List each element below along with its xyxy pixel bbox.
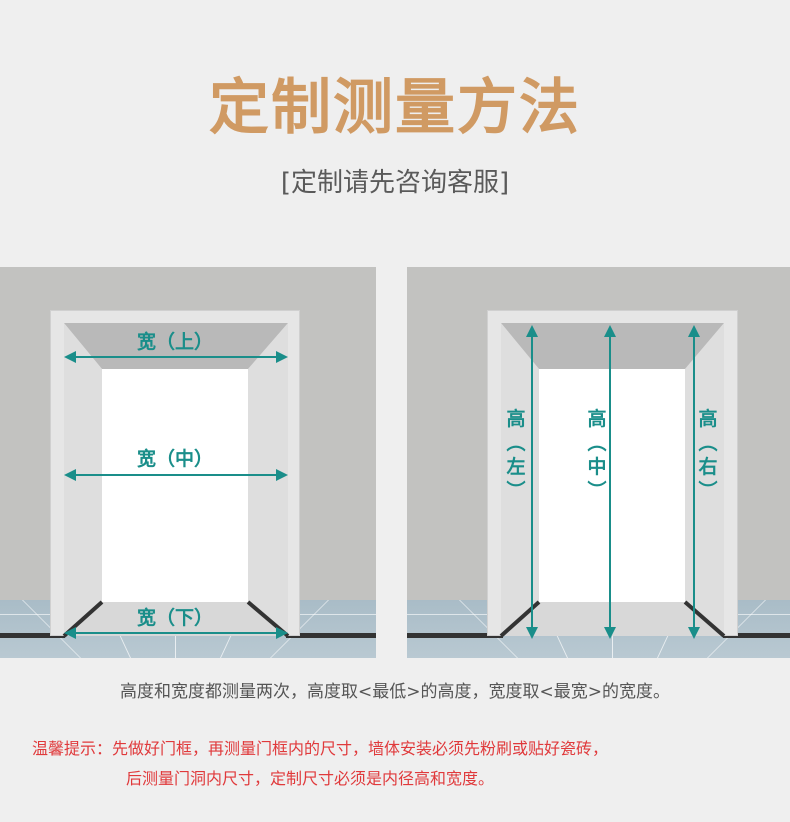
arrow-down-icon xyxy=(688,627,700,639)
height-measurement-diagram: 高 ︵ 左 ︶ 高 ︵ 中 ︶ 高 ︵ 右 ︶ xyxy=(407,267,790,658)
warm-tip-line-1: 温馨提示：先做好门框，再测量门框内的尺寸，墙体安装必须先粉刷或贴好瓷砖， xyxy=(32,739,609,758)
page-title: 定制测量方法 xyxy=(209,73,581,143)
arrow-left-icon xyxy=(64,351,76,363)
height-left-label: 高 ︵ 左 ︶ xyxy=(506,408,526,502)
arrow-right-icon xyxy=(276,469,288,481)
arrow-down-icon xyxy=(526,627,538,639)
arrow-up-icon xyxy=(604,325,616,337)
height-right-label: 高 ︵ 右 ︶ xyxy=(698,408,718,502)
door-opening xyxy=(102,369,248,602)
baseboard-left xyxy=(407,633,503,638)
arrow-right-icon xyxy=(276,351,288,363)
width-bottom-label: 宽（下） xyxy=(137,607,214,629)
width-top-label: 宽（上） xyxy=(137,331,214,353)
measurement-note: 高度和宽度都测量两次，高度取<最低>的高度，宽度取<最宽>的宽度。 xyxy=(120,682,670,702)
arrow-up-icon xyxy=(688,325,700,337)
width-middle-label: 宽（中） xyxy=(137,448,214,470)
arrow-left-icon xyxy=(64,469,76,481)
arrow-up-icon xyxy=(526,325,538,337)
warm-tip-line-2: 后测量门洞内尺寸，定制尺寸必须是内径高和宽度。 xyxy=(126,769,495,788)
arrow-down-icon xyxy=(604,627,616,639)
height-middle-line xyxy=(609,333,611,629)
page-subtitle: [定制请先咨询客服] xyxy=(280,168,510,198)
width-middle-line xyxy=(72,474,280,476)
height-right-line xyxy=(693,333,695,629)
warm-tip: 温馨提示：先做好门框，再测量门框内的尺寸，墙体安装必须先粉刷或贴好瓷砖， 后测量… xyxy=(32,734,608,794)
height-left-line xyxy=(531,333,533,629)
baseboard-right xyxy=(286,633,376,638)
arrow-left-icon xyxy=(64,627,76,639)
width-measurement-diagram: 宽（上） 宽（中） 宽（下） xyxy=(0,267,376,658)
height-middle-label: 高 ︵ 中 ︶ xyxy=(587,408,607,502)
baseboard-left xyxy=(0,633,65,638)
width-top-line xyxy=(72,356,280,358)
door-opening xyxy=(539,369,685,602)
baseboard-right xyxy=(723,633,790,638)
arrow-right-icon xyxy=(276,627,288,639)
width-bottom-line xyxy=(72,632,280,634)
